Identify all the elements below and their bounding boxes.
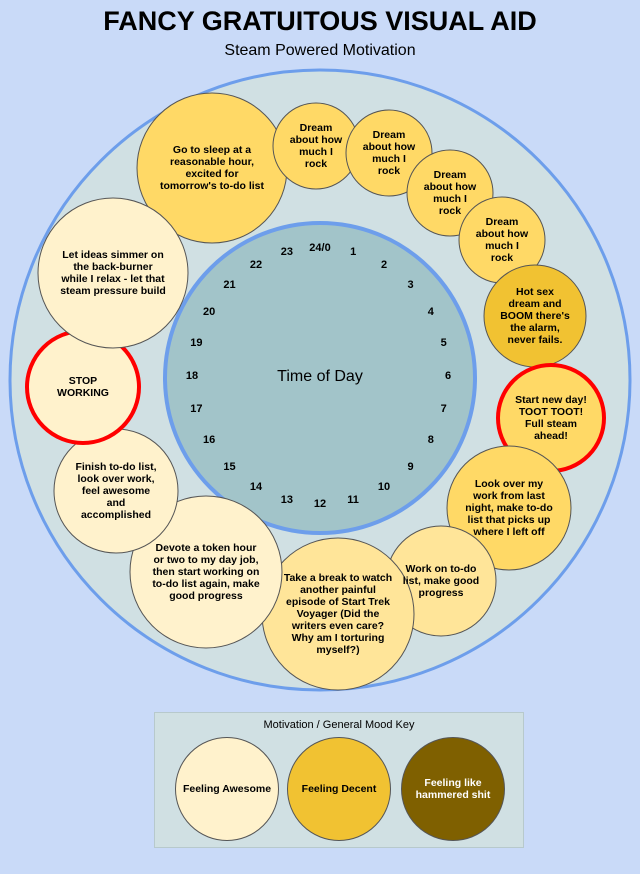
key-item-label: Feeling like hammered shit — [415, 777, 491, 801]
hour-label: 21 — [223, 279, 236, 292]
bubble-label: STOP WORKING — [57, 374, 109, 399]
bubble-label: Finish to-do list, look over work, feel … — [75, 460, 157, 521]
hour-label: 10 — [377, 480, 391, 493]
hour-label: 3 — [407, 279, 414, 292]
hour-label: 23 — [280, 246, 293, 259]
hour-label: 13 — [280, 493, 293, 506]
hour-label: 11 — [347, 493, 359, 506]
bubble-label: Look over my work from last night, make … — [465, 477, 553, 538]
bubble-label: Go to sleep at a reasonable hour, excite… — [160, 144, 264, 192]
bubble-circle — [345, 109, 433, 197]
hour-label: 1 — [350, 246, 357, 259]
hour-label: 14 — [249, 480, 263, 493]
hour-label: 19 — [190, 336, 203, 349]
hour-label: 22 — [249, 259, 263, 272]
bubble-label: Hot sex dream and BOOM there's the alarm… — [500, 285, 570, 346]
bubble-circle — [37, 197, 189, 349]
hour-label: 4 — [427, 306, 434, 318]
hour-label: 15 — [223, 460, 236, 473]
mood-key: Motivation / General Mood Key Feeling Aw… — [154, 712, 524, 848]
hour-label: 16 — [203, 434, 216, 446]
key-item-hammered: Feeling like hammered shit — [401, 737, 505, 841]
page-title: FANCY GRATUITOUS VISUAL AID — [103, 6, 537, 36]
bubble-label: Dream about how much I rock — [423, 168, 477, 217]
bubble-label: Dream about how much I rock — [475, 215, 529, 264]
hour-label: 7 — [440, 403, 447, 416]
bubble-label: Let ideas simmer on the back-burner whil… — [60, 249, 166, 297]
clock-face — [163, 221, 477, 535]
mood-key-title: Motivation / General Mood Key — [263, 719, 415, 731]
bubble-label: Dream about how much I rock — [289, 121, 343, 170]
bubble-label: Work on to-do list, make good progress — [402, 563, 480, 599]
bubble-label: Dream about how much I rock — [362, 128, 416, 177]
bubble-label: Devote a token hour or two to my day job… — [152, 541, 260, 602]
key-item-decent: Feeling Decent — [287, 737, 391, 841]
hour-label: 9 — [407, 460, 414, 473]
bubble-circles — [25, 92, 606, 691]
key-item-label: Feeling Awesome — [182, 783, 272, 795]
hour-label: 17 — [190, 403, 203, 416]
hour-label: 18 — [185, 370, 199, 382]
key-item-awesome: Feeling Awesome — [175, 737, 279, 841]
hour-label: 20 — [203, 306, 216, 318]
hour-label: 6 — [444, 370, 452, 382]
page-subtitle: Steam Powered Motivation — [224, 42, 416, 59]
hour-label: 8 — [427, 434, 434, 446]
bubble-label: Start new day! TOOT TOOT! Full steam ahe… — [515, 393, 587, 442]
hour-label: 24/0 — [309, 242, 331, 254]
clock-center-label: Time of Day — [277, 368, 363, 385]
bubble-circle — [446, 445, 572, 571]
bubble-circle — [129, 495, 283, 649]
hour-label: 2 — [380, 259, 388, 272]
key-item-label: Feeling Decent — [301, 783, 377, 795]
hour-label: 12 — [313, 498, 327, 510]
bubble-label: Take a break to watch another painful ep… — [283, 571, 393, 656]
hour-label: 5 — [440, 336, 447, 349]
